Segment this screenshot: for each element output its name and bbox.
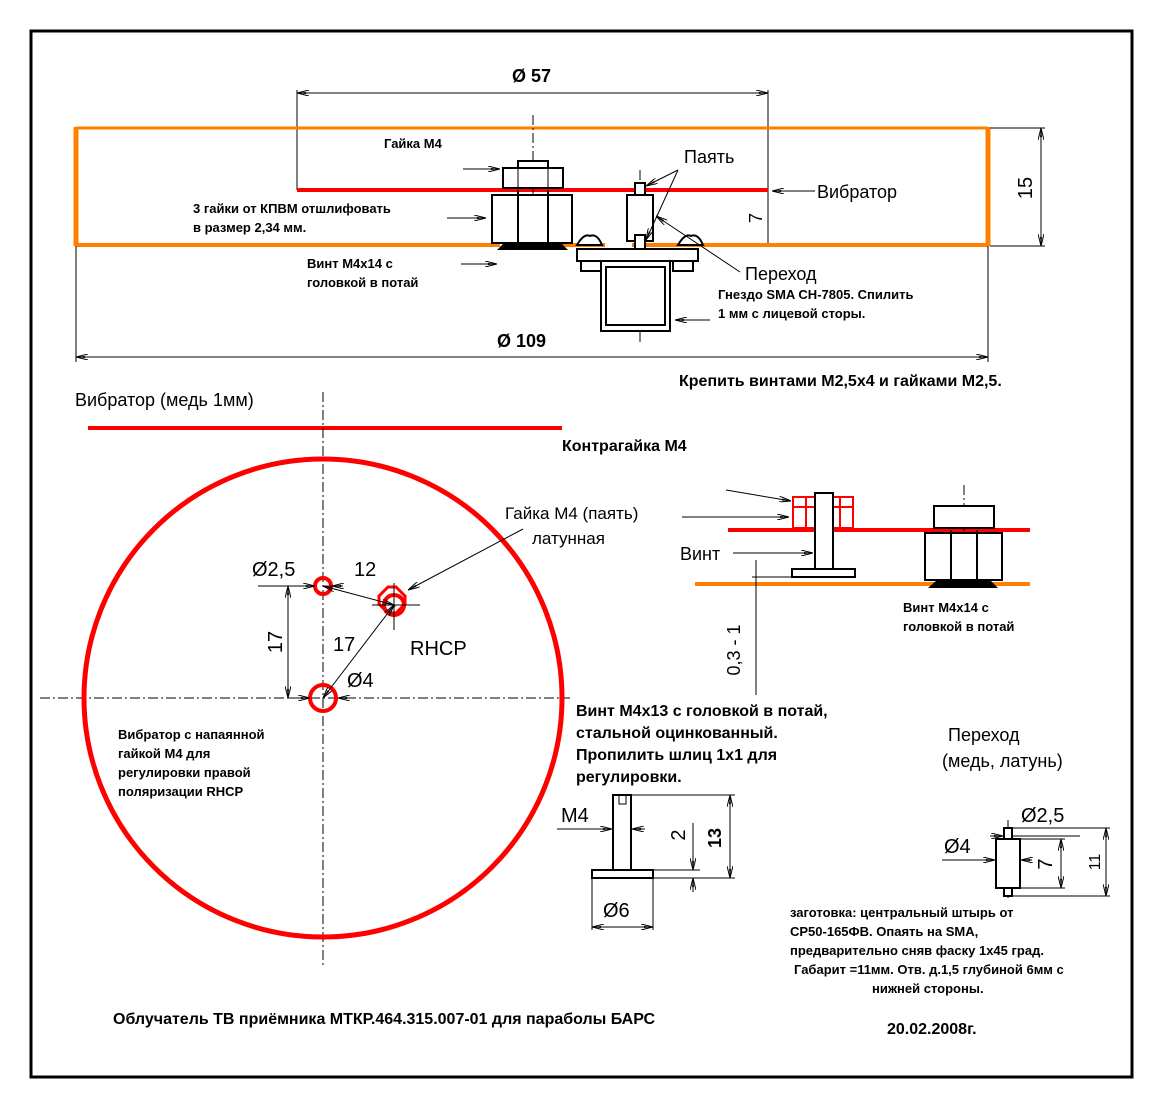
m25-screw-head-right [676,234,705,246]
drawing-title: Облучатель ТВ приёмника МТКР.464.315.007… [113,1011,656,1028]
dim-line-17-diag [323,605,394,698]
label-nut-solder-1: Гайка М4 (паять) [505,504,638,523]
dim-17-vertical-label: 17 [265,631,287,653]
nut-m4-top [502,167,564,189]
adapter-dim-11: 11 [1087,854,1104,871]
detail-screw [814,492,834,570]
adapter-leader [656,216,741,273]
solder-leader-2 [646,169,679,240]
label-screw-2: головкой в потай [307,275,418,290]
label-screw: Винт [680,544,720,564]
screw-title-4: регулировки. [576,769,682,786]
adapter-dim-7: 7 [1035,858,1057,869]
label-screw-1: Винт М4х14 с [307,256,393,271]
dim-line-12 [323,586,394,605]
adapter-pin-top [634,182,646,196]
solder-leader-1 [646,169,679,186]
kpvm-nuts [491,194,573,244]
reflector-disk [81,456,565,940]
label-sma-2: 1 мм с лицевой сторы. [718,306,865,321]
detail-nut-stack [924,532,1003,581]
note-line-2: гайкой М4 для [118,746,210,761]
dim-m4: М4 [561,805,589,827]
label-rhcp: RHCP [410,638,467,660]
m4x13-head [591,869,654,879]
screw-title-1: Винт М4х13 с головкой в потай, [576,703,828,720]
label-vibrator-copper: Вибратор (медь 1мм) [75,390,254,410]
adapter-note-3: предварительно сняв фаску 1х45 град. [790,943,1044,958]
detail-screw-head [791,568,856,578]
label-adapter: Переход [745,264,817,284]
adapter-note-5: нижней стороны. [872,981,984,996]
drawing-date: 20.02.2008г. [887,1021,977,1038]
detail-nut-top [933,505,995,529]
adapter-note-1: заготовка: центральный штырь от [790,905,1013,920]
adapter-detail: Переход (медь, латунь) Ø2,5 Ø4 7 11 заго… [790,725,1110,996]
dim-6: Ø6 [603,900,630,922]
dim-hole-large: Ø4 [347,670,374,692]
screw-detail: Винт М4х13 с головкой в потай, стальной … [557,703,828,930]
section-view: Ø 57 [73,66,1045,390]
dim-13: 13 [705,828,725,848]
m4x13-shank [612,794,632,871]
plan-view: Вибратор (медь 1мм) Контрагайка М4 Ø2,5 … [40,390,687,965]
dim-109-label: Ø 109 [497,331,546,351]
label-sma-1: Гнездо SMA CH-7805. Спилить [718,287,914,302]
label-fasten: Крепить винтами М2,5х4 и гайками М2,5. [679,373,1002,390]
dim-gap-label: 0,3 - 1 [724,624,744,675]
label-locknut: Контрагайка М4 [562,438,687,455]
note-line-3: регулировки правой [118,765,251,780]
screw-title-2: стальной оцинкованный. [576,725,778,742]
adapter-pin-top [1003,827,1013,840]
label-kpvm-2: в размер 2,34 мм. [193,220,306,235]
label-vibrator: Вибратор [817,182,897,202]
side-detail: Винт 0,3 - 1 Винт М4х14 с головкой в пот… [680,485,1030,695]
label-nut-solder-2: латунная [532,529,605,548]
label-solder: Паять [684,147,734,167]
dim-15-label: 15 [1015,177,1037,199]
sma-flange [576,248,699,262]
dim-17-diag-label: 17 [333,634,355,656]
dim-7-label: 7 [746,213,766,223]
adapter-pin-bottom [634,234,646,250]
screw-title-3: Пропилить шлиц 1х1 для [576,747,777,764]
note-line-1: Вибратор с напаянной [118,727,265,742]
adapter-dim-4: Ø4 [944,836,971,858]
adapter-body [995,838,1021,889]
label-nut-m4: Гайка М4 [384,136,443,151]
adapter-note-4: Габарит =11мм. Отв. д.1,5 глубиной 6мм с [794,962,1064,977]
countersunk-screw-head [497,242,568,250]
adapter-pin-bottom [1003,887,1013,897]
m25-screw-head-left [575,234,604,246]
dim-hole-small: Ø2,5 [252,559,295,581]
label-m4x14-2: головкой в потай [903,619,1014,634]
nut-leader [408,528,524,590]
label-kpvm-1: 3 гайки от КПВМ отшлифовать [193,201,391,216]
drawing-frame [29,29,1134,1079]
dim-57-label: Ø 57 [512,66,551,86]
adapter-note-2: СР50-165ФВ. Опаять на SMA, [790,924,978,939]
adapter-dim-25: Ø2,5 [1021,805,1064,827]
adapter-title-1: Переход [948,725,1020,745]
note-line-4: поляризации RHCP [118,784,244,799]
label-m4x14-1: Винт М4х14 с [903,600,989,615]
dim-12-label: 12 [354,559,376,581]
dim-2: 2 [668,829,690,840]
adapter-title-2: (медь, латунь) [942,751,1063,771]
